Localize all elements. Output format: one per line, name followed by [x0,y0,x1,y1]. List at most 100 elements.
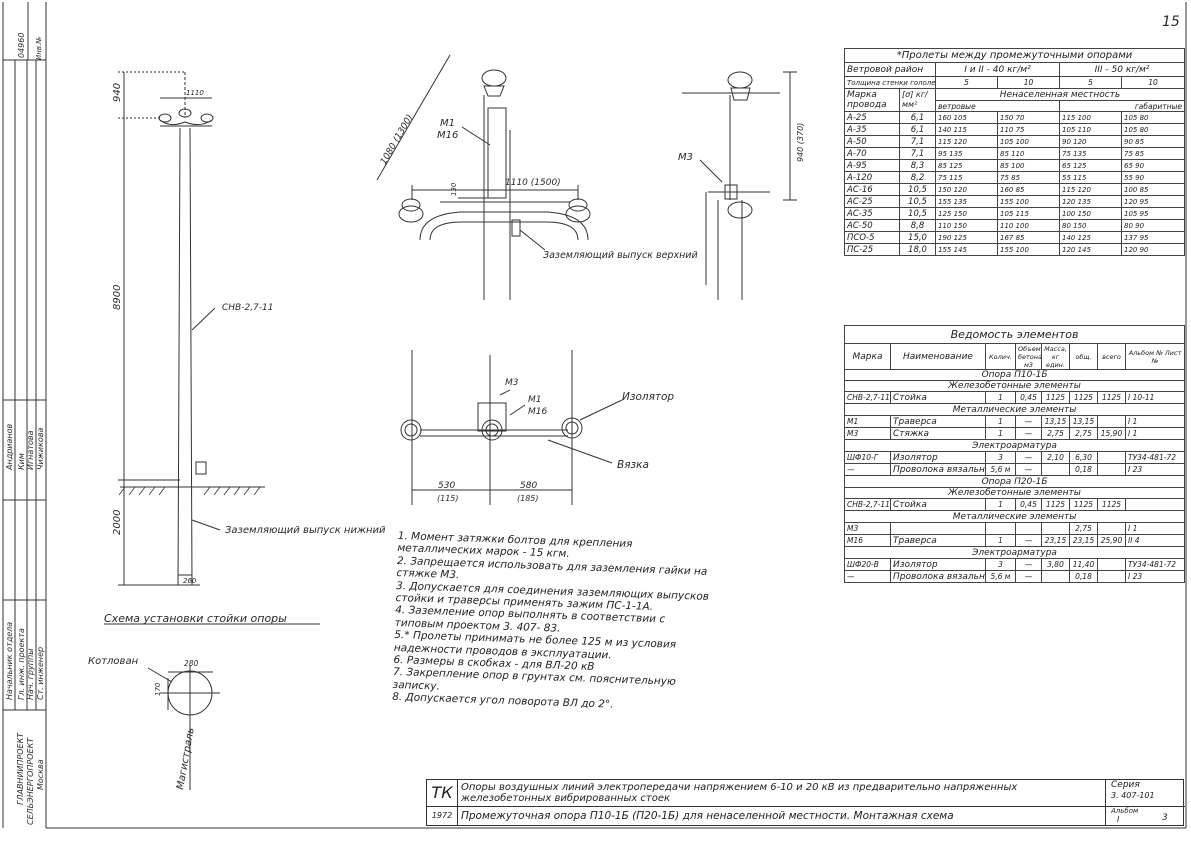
section-2: Опора П20-1Б [843,475,1186,488]
table-cell: СНВ-2,7-11 [844,391,891,404]
table-cell: — [1015,451,1042,464]
span-value: 160 105 [935,111,998,124]
ice-label: Толщина стенки гололеда, мм [844,76,936,89]
org-name-1: ГЛАВНИИПРОЕКТ [16,732,25,805]
table-cell: 1125 [1041,498,1070,511]
table-cell: Проволока вязальная [890,570,986,583]
span-value: 110 150 [935,219,998,232]
column-header: общ. [1069,343,1098,370]
sec-elec: Электроарматура [843,546,1186,559]
span-value: 80 90 [1120,219,1186,232]
wind-label: Ветровой район [844,62,936,77]
span-value: 150 70 [997,111,1060,124]
pole-ground-label: Заземляющий выпуск нижний [225,525,386,536]
table-cell: М16 [844,534,891,547]
table-cell: М1 [844,415,891,428]
span-value: 105 100 [997,135,1060,148]
head-ground-label: Заземляющий выпуск верхний [543,250,698,261]
album-label: Альбом [1111,807,1139,815]
table-cell: 0,45 [1015,498,1042,511]
span-value: 75 115 [935,171,998,184]
table-cell: СНВ-2,7-11 [844,498,891,511]
table-cell: М3 [844,427,891,440]
table-cell: 1 [985,498,1016,511]
series-label: Серия [1111,780,1140,790]
span-value: 105 110 [1059,123,1122,136]
span-value: 65 90 [1120,159,1186,172]
person-2: Ким [17,453,26,470]
span-value: 110 100 [997,219,1060,232]
column-header: Альбом № Лист № [1124,343,1186,370]
table-cell: — [1015,534,1042,547]
table-cell: 1 [985,415,1016,428]
span-value: 85 100 [997,159,1060,172]
table-cell: 1 [985,534,1016,547]
span-value: 120 135 [1059,195,1122,208]
table-cell [1124,498,1186,511]
table-cell [1097,451,1126,464]
elements-title: Ведомость элементов [843,325,1186,344]
table-cell: М3 [844,522,891,535]
wire-sigma: 10,5 [899,183,936,196]
sec-concrete: Железобетонные элементы [843,380,1186,392]
head-label-m16: М16 [437,130,458,141]
span-value: 155 100 [997,243,1060,256]
plan-dim-right: 580 [520,481,537,491]
install-pit-label: Котлован [88,656,139,667]
table-cell: I 1 [1124,415,1186,428]
table-cell [1097,558,1126,571]
role-1: Начальник отдела [5,622,14,700]
span-value: 190 125 [935,231,998,244]
table-cell: 13,15 [1069,415,1098,428]
table-cell: Изолятор [890,451,986,464]
span-value: 75 85 [1120,147,1186,160]
table-cell [1041,463,1070,476]
plan-dim-right-alt: (185) [517,494,539,503]
table-cell [1041,570,1070,583]
span-value: 105 115 [997,207,1060,220]
table-cell: II 4 [1124,534,1186,547]
span-value: 120 90 [1120,243,1186,256]
pole-dim-bottom: 2000 [112,510,123,535]
mark-label: Марка провода [844,88,900,112]
ice-val: 5 [1059,76,1122,89]
span-value: 137 95 [1120,231,1186,244]
column-header: Объем бетона м3 [1015,343,1042,370]
table-cell: 0,18 [1069,463,1098,476]
spans-title: *Пролеты между промежуточными опорами [843,48,1186,63]
wire-sigma: 6,1 [899,123,936,136]
column-header: Марка [844,343,891,370]
org-city: Москва [36,759,45,790]
span-value: 120 95 [1120,195,1186,208]
table-cell: Стяжка [890,427,986,440]
install-scheme [104,623,320,790]
span-value: 140 115 [935,123,998,136]
table-cell: 3,80 [1041,558,1070,571]
wire-sigma: 10,5 [899,207,936,220]
span-value: 75 85 [997,171,1060,184]
table-cell: 1125 [1041,391,1070,404]
wire-mark: А-25 [844,111,900,124]
span-value: 155 145 [935,243,998,256]
table-cell: 2,75 [1041,427,1070,440]
plan-view [400,350,623,505]
sec-concrete: Железобетонные элементы [843,487,1186,499]
table-cell: 13,15 [1041,415,1070,428]
span-value: 120 145 [1059,243,1122,256]
ice-val: 10 [997,76,1060,89]
wire-mark: АС-25 [844,195,900,208]
head-dim-width: 1110 (1500) [505,178,561,188]
span-value: 100 85 [1120,183,1186,196]
spans-table: *Пролеты между промежуточными опорами Ве… [843,48,1186,256]
span-value: 85 110 [997,147,1060,160]
wire-sigma: 15,0 [899,231,936,244]
